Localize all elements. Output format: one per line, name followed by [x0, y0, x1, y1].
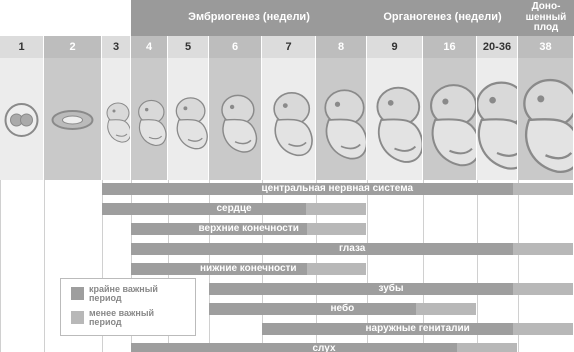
week-label-20-36: 20-36	[477, 36, 517, 58]
week-label-2: 2	[44, 36, 101, 58]
legend: крайне важный период менее важный период	[60, 278, 196, 336]
period-label-7: небо	[331, 303, 355, 315]
week-label-6: 6	[209, 36, 261, 58]
week-label-4: 4	[131, 36, 167, 58]
period-label-9: слух	[313, 343, 336, 352]
period-bar-less-4	[513, 243, 573, 255]
period-bar-less-9	[457, 343, 517, 352]
legend-label-less: менее важный период	[89, 309, 199, 327]
week-label-16: 16	[423, 36, 476, 58]
period-bar-less-5	[307, 263, 366, 275]
header-embryogenesis: Эмбриогенез (недели)	[131, 0, 367, 36]
period-bar-less-8	[513, 323, 573, 335]
period-label-1: центральная нервная система	[262, 183, 414, 195]
period-bar-less-2	[306, 203, 366, 215]
embryo-week4-icon	[131, 58, 167, 180]
period-bar-less-7	[416, 303, 476, 315]
week-label-3: 3	[102, 36, 130, 58]
period-label-3: верхние конечности	[199, 223, 299, 235]
embryo-week5-icon	[168, 58, 208, 180]
period-label-2: сердце	[217, 203, 252, 215]
grid-column-1	[0, 180, 45, 352]
header-blank	[0, 0, 131, 36]
week-label-1: 1	[0, 36, 43, 58]
blastocyst-icon	[44, 58, 101, 180]
header-full-term-label: Доно- шенный плод	[526, 2, 567, 34]
period-bar-less-1	[513, 183, 573, 195]
period-label-6: зубы	[379, 283, 404, 295]
fetus-week20-36-icon	[477, 58, 517, 180]
header-organogenesis: Органогенез (недели)	[367, 0, 518, 36]
period-label-5: нижние конечности	[200, 263, 297, 275]
zygote-icon	[0, 58, 43, 180]
period-bar-less-6	[513, 283, 573, 295]
period-label-8: наружные гениталии	[366, 323, 470, 335]
legend-swatch-critical	[71, 287, 84, 300]
fetus-week16-icon	[423, 58, 476, 180]
legend-label-critical: крайне важный период	[89, 285, 199, 303]
week-label-9: 9	[367, 36, 422, 58]
fetus-week38-icon	[518, 58, 573, 180]
fetus-week9-icon	[367, 58, 422, 180]
legend-swatch-less	[71, 311, 84, 324]
period-bar-less-3	[307, 223, 366, 235]
period-label-4: глаза	[339, 243, 365, 255]
embryo-week3-icon	[102, 58, 130, 180]
embryo-week6-icon	[209, 58, 261, 180]
fetus-week7-icon	[262, 58, 315, 180]
week-label-38: 38	[518, 36, 573, 58]
fetus-week8-icon	[316, 58, 366, 180]
header-full-term: Доно- шенный плод	[518, 0, 574, 36]
week-label-5: 5	[168, 36, 208, 58]
week-label-7: 7	[262, 36, 315, 58]
week-label-8: 8	[316, 36, 366, 58]
